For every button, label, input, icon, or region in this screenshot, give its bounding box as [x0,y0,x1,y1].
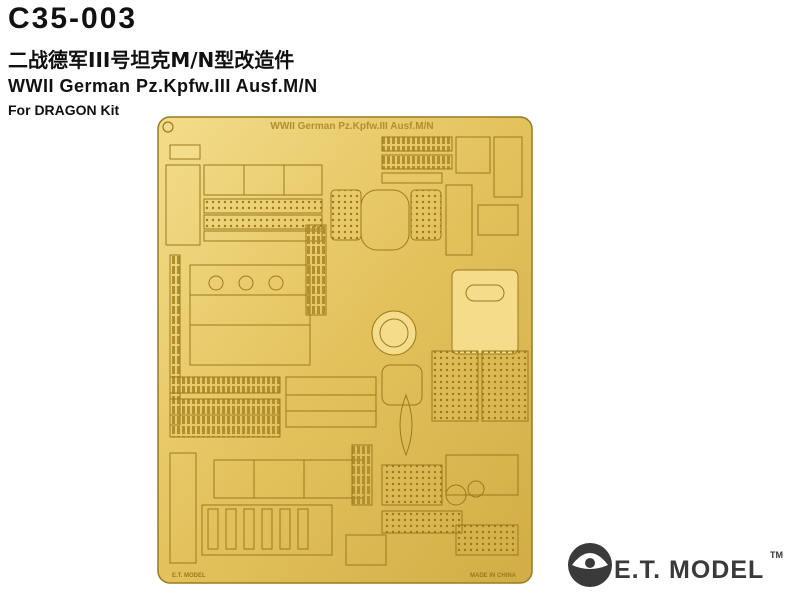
brand-name: E.T. MODEL [614,556,765,584]
fret-parts [165,136,529,566]
photo-etched-fret: WWII German Pz.Kpfw.III Ausf.M/N [157,116,533,584]
product-code: C35-003 [8,2,138,35]
et-model-logo-icon [568,543,612,587]
product-title-english: WWII German Pz.Kpfw.III Ausf.M/N [8,76,318,96]
brand-trademark: TM [770,550,783,560]
kit-compatibility: For DRAGON Kit [8,102,120,118]
fret-made-in: MADE IN CHINA [470,573,517,579]
fret-corner-logo-icon [162,121,174,133]
fret-etched-title: WWII German Pz.Kpfw.III Ausf.M/N [270,121,433,132]
product-title-chinese: 二战德军III号坦克M/N型改造件 [8,48,295,72]
fret-corner-logo: E.T. MODEL [172,573,206,579]
